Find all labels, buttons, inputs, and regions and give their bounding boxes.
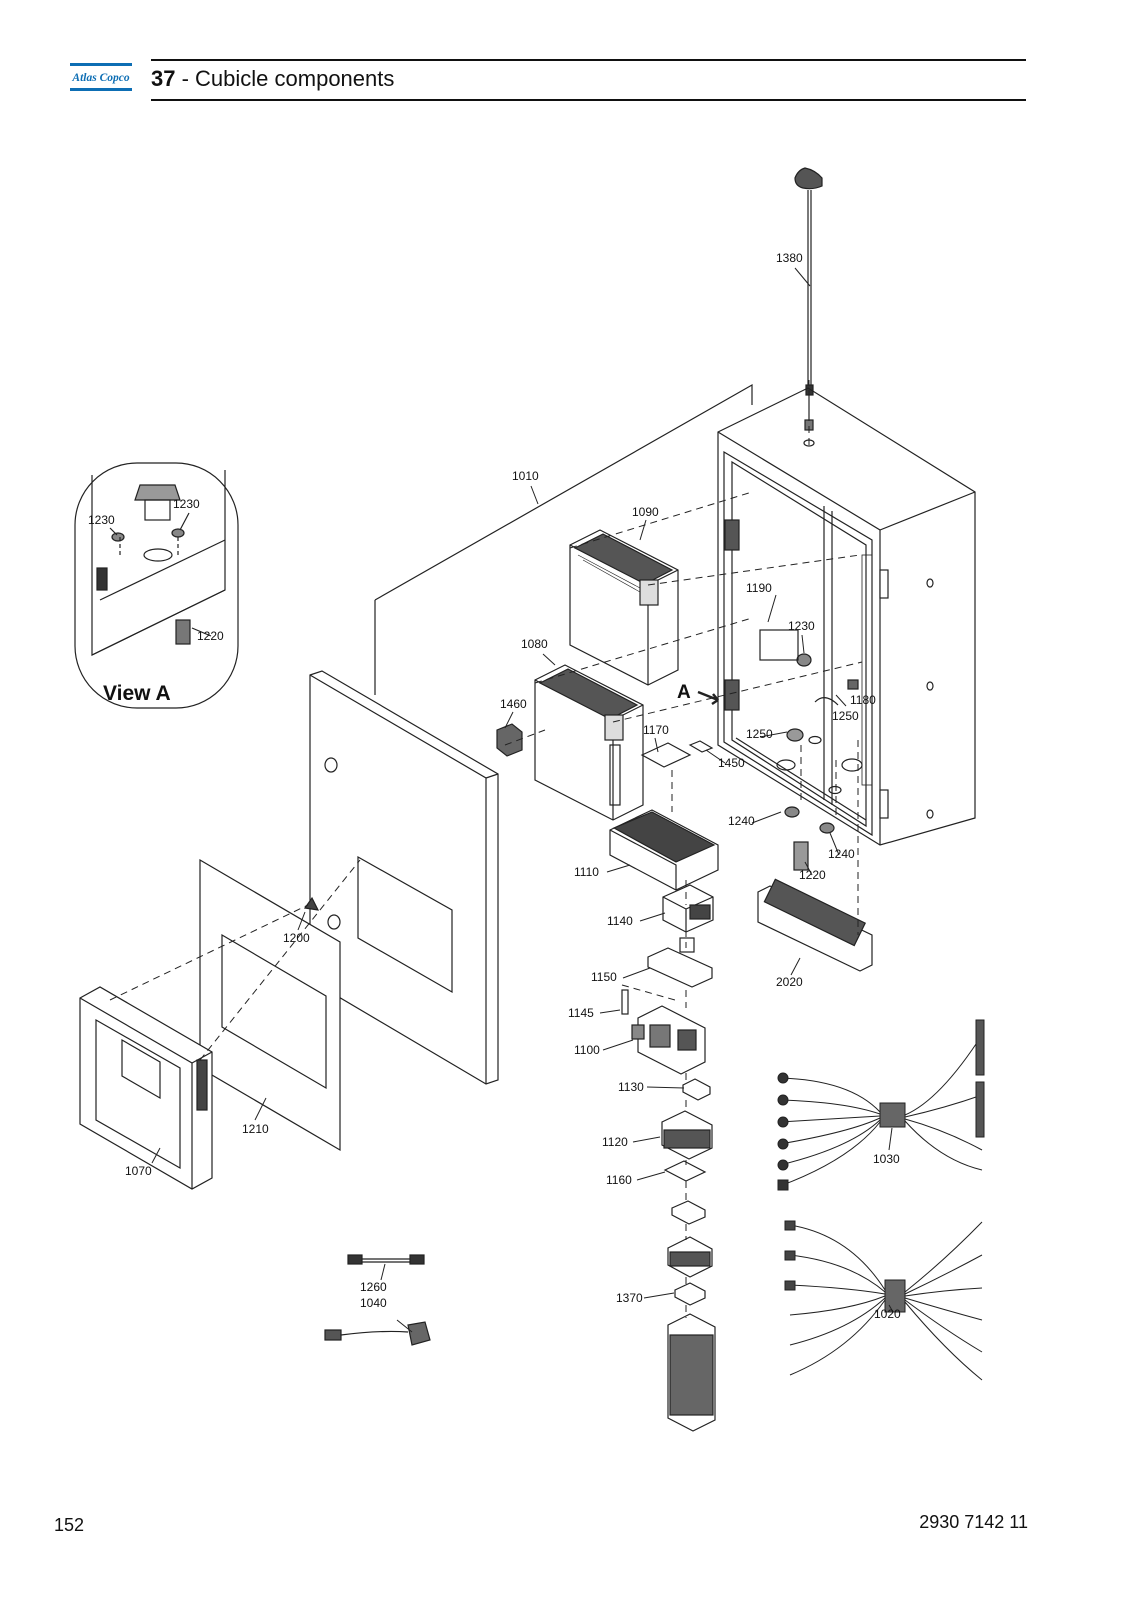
relay-1140 <box>662 884 714 933</box>
title-separator: - <box>175 66 196 91</box>
label-1170 <box>640 742 692 768</box>
bracket-1130 <box>682 1078 711 1101</box>
inset-callout-1220: 1220 <box>197 629 224 643</box>
cable-1040 <box>324 1321 431 1346</box>
callout-1040: 1040 <box>360 1296 387 1310</box>
section-number: 37 <box>151 66 176 91</box>
terminal-block-1120 <box>661 1110 713 1160</box>
callout-1160: 1160 <box>606 1173 632 1187</box>
callout-1020: 1020 <box>874 1307 901 1321</box>
section-title: Cubicle components <box>195 66 395 91</box>
callout-1010: 1010 <box>512 469 539 483</box>
clip-1200 <box>303 896 320 911</box>
wiring-harness-1030 <box>777 1019 985 1191</box>
end-stop-1370 <box>674 1282 706 1306</box>
svg-text:Atlas Copco: Atlas Copco <box>71 72 129 84</box>
callout-1080: 1080 <box>521 637 548 651</box>
callout-1070: 1070 <box>125 1164 152 1178</box>
fuse-1145 <box>621 989 629 1015</box>
antenna <box>794 167 823 447</box>
callout-1130: 1130 <box>618 1080 644 1094</box>
callout-1230: 1230 <box>788 619 815 633</box>
callout-1250-b: 1250 <box>746 727 773 741</box>
bracket-1150 <box>647 937 713 988</box>
cubicle-enclosure <box>717 387 976 846</box>
atlas-copco-logo: Atlas Copco <box>70 62 132 93</box>
inset-callout-1230-a: 1230 <box>88 513 115 527</box>
inset-callout-1230-b: 1230 <box>173 497 200 511</box>
callout-1190: 1190 <box>746 581 772 595</box>
module-1110 <box>609 809 719 891</box>
callout-1140: 1140 <box>607 914 633 928</box>
callout-1170: 1170 <box>643 723 669 737</box>
callout-1380: 1380 <box>776 251 803 265</box>
cable-glands <box>784 806 835 871</box>
callout-1240-a: 1240 <box>728 814 755 828</box>
clip-1460 <box>496 723 523 757</box>
cable-1260 <box>347 1254 425 1265</box>
view-a-arrow-label: A <box>677 682 691 703</box>
transformer-1100 <box>631 1005 706 1075</box>
connector-block-2020 <box>757 878 873 972</box>
callout-1210: 1210 <box>242 1122 269 1136</box>
callout-1090: 1090 <box>632 505 659 519</box>
plate-1160 <box>663 1160 707 1182</box>
callout-1450: 1450 <box>718 756 745 770</box>
page-number: 152 <box>54 1515 85 1535</box>
callout-1200: 1200 <box>283 931 310 945</box>
callout-1220: 1220 <box>799 868 826 882</box>
leader-lines <box>151 267 894 1333</box>
header-rule-bottom <box>151 99 1026 101</box>
terminal-block <box>667 1236 713 1278</box>
bracket <box>671 1200 706 1225</box>
label-1450 <box>688 740 714 753</box>
controller-1070 <box>79 986 213 1190</box>
view-a-inset <box>74 462 239 709</box>
callout-2020: 2020 <box>776 975 803 989</box>
gasket-1210 <box>199 858 341 1152</box>
mounting-plate <box>374 383 753 695</box>
module-1080 <box>534 664 644 821</box>
callout-1250-a: 1250 <box>832 709 859 723</box>
module-1090 <box>569 529 679 686</box>
callout-1260: 1260 <box>360 1280 387 1294</box>
callout-1180: 1180 <box>850 693 876 707</box>
callout-1370: 1370 <box>616 1291 643 1305</box>
assembly-lines <box>109 380 863 1318</box>
callout-1460: 1460 <box>500 697 527 711</box>
callout-1240-b: 1240 <box>828 847 855 861</box>
callout-1030: 1030 <box>873 1152 900 1166</box>
document-number: 2930 7142 11 <box>919 1512 1028 1532</box>
callout-1100: 1100 <box>574 1043 600 1057</box>
page-title: 37 - Cubicle components <box>151 66 394 92</box>
terminal-stack <box>667 1313 716 1432</box>
wiring-harness-1020 <box>784 1220 983 1381</box>
view-a-title: View A <box>103 682 171 705</box>
callout-1150: 1150 <box>591 970 617 984</box>
callout-1145: 1145 <box>568 1006 594 1020</box>
callout-1120: 1120 <box>602 1135 628 1149</box>
header-rule-top <box>151 59 1026 61</box>
view-a-arrow <box>697 690 719 706</box>
callout-1110: 1110 <box>574 865 599 879</box>
